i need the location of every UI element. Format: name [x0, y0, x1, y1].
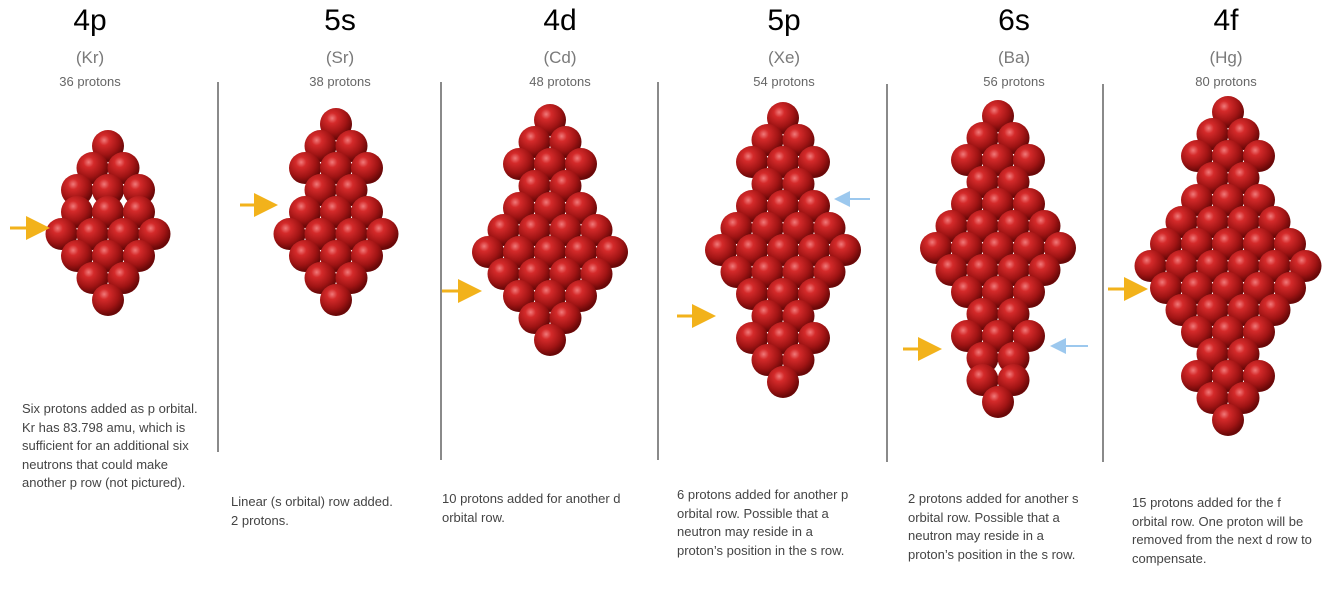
- column-4f: 4f (Hg) 80 protons: [1156, 0, 1296, 594]
- orbital-label: 5p: [767, 4, 801, 37]
- proton-count: 56 protons: [983, 74, 1045, 89]
- proton: [767, 366, 799, 398]
- proton: [92, 174, 124, 206]
- proton-count: 36 protons: [59, 74, 121, 89]
- element-label: (Cd): [543, 48, 577, 67]
- proton: [123, 174, 155, 206]
- description-5s: Linear (s orbital) row added. 2 protons.: [231, 494, 393, 528]
- column-4p: 4p (Kr) 36 protons: [20, 0, 160, 594]
- column-5s: 5s (Sr) 38 protons: [270, 0, 410, 594]
- element-label: (Kr): [75, 48, 105, 67]
- proton-count: 38 protons: [309, 74, 371, 89]
- orbital-label: 4f: [1213, 4, 1239, 37]
- proton: [966, 342, 999, 374]
- column-divider: [440, 82, 442, 460]
- orbital-label: 5s: [324, 4, 356, 37]
- orbital-label: 4p: [73, 4, 107, 37]
- description-6s: 2 protons added for another s orbital ro…: [908, 491, 1079, 562]
- proton: [320, 284, 352, 316]
- description-4f: 15 protons added for the f orbital row. …: [1132, 495, 1312, 566]
- column-divider: [657, 82, 659, 460]
- proton-count: 80 protons: [1195, 74, 1257, 89]
- column-divider: [1102, 84, 1104, 462]
- proton: [982, 386, 1014, 418]
- column-4d: 4d (Cd) 48 protons: [490, 0, 630, 594]
- proton: [1212, 404, 1244, 436]
- element-label: (Xe): [767, 48, 801, 67]
- column-6s: 6s (Ba) 56 protons: [944, 0, 1084, 594]
- description-4p: Six protons added as p orbital. Kr has 8…: [22, 401, 198, 490]
- column-divider: [886, 84, 888, 462]
- element-label: (Hg): [1209, 48, 1243, 67]
- column-divider: [217, 82, 219, 452]
- proton: [61, 174, 93, 206]
- description-4d: 10 protons added for another d orbital r…: [442, 491, 621, 525]
- description-5p: 6 protons added for another p orbital ro…: [677, 487, 849, 558]
- element-label: (Ba): [997, 48, 1031, 67]
- proton: [997, 342, 1030, 374]
- proton-count: 54 protons: [753, 74, 815, 89]
- proton: [534, 324, 566, 356]
- orbital-label: 6s: [998, 4, 1030, 37]
- proton-count: 48 protons: [529, 74, 591, 89]
- proton: [92, 284, 124, 316]
- orbital-label: 4d: [543, 4, 577, 37]
- element-label: (Sr): [325, 48, 355, 67]
- column-5p: 5p (Xe) 54 protons: [714, 0, 854, 594]
